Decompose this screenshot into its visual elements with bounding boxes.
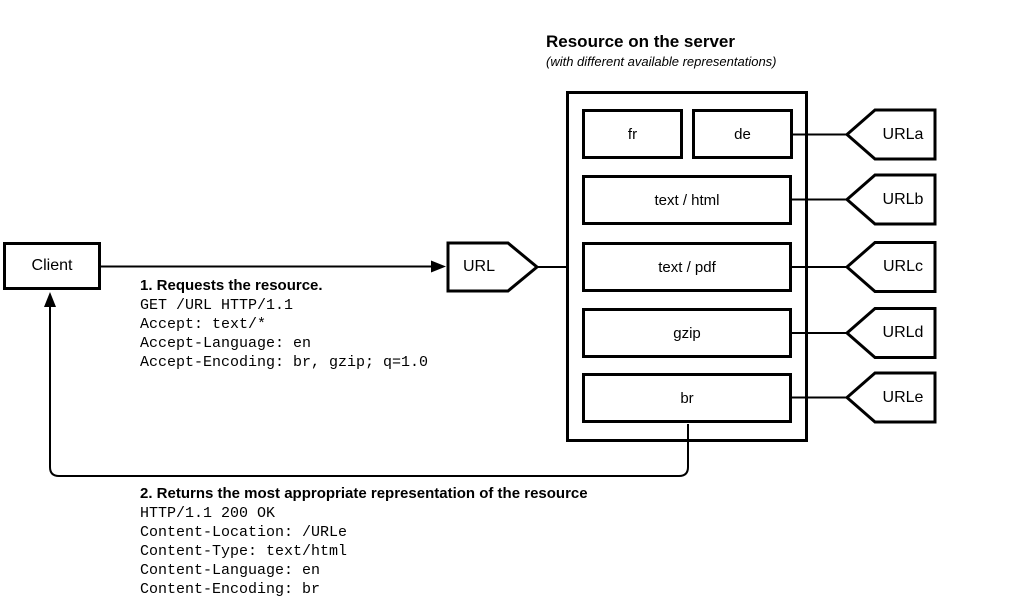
response-return-line [49,305,689,477]
server-title: Resource on the server [546,32,735,51]
url-tag-urla: URLa [882,125,924,143]
response-line: Content-Location: /URLe [140,524,348,541]
response-message-block: 2. Returns the most appropriate represen… [140,484,588,599]
request-line: Accept: text/* [140,316,267,333]
server-subtitle: (with different available representation… [546,54,777,69]
url-pentagon-shape [446,241,540,293]
representation-fr: fr [582,109,683,159]
response-line: Content-Language: en [140,562,321,579]
request-arrowhead-icon [431,260,446,273]
request-line: Accept-Encoding: br, gzip; q=1.0 [140,354,429,371]
response-heading: 2. Returns the most appropriate represen… [140,485,588,502]
url-tag-urle: URLe [882,388,924,406]
urld-pentagon-shape [844,307,937,359]
urla-pentagon-shape [844,108,937,161]
server-title-block: Resource on the server (with different a… [546,31,777,69]
response-line: Content-Type: text/html [140,543,348,560]
request-message-block: 1. Requests the resource. GET /URL HTTP/… [140,276,428,372]
urle-pentagon-shape [844,371,937,424]
url-tag-urld: URLd [882,323,924,341]
response-line: HTTP/1.1 200 OK [140,505,276,522]
server-resource-box [566,91,808,442]
representation-br: br [582,373,792,423]
request-line: Accept-Language: en [140,335,312,352]
client-label: Client [31,257,73,274]
representation-text-html: text / html [582,175,792,225]
request-heading: 1. Requests the resource. [140,277,323,294]
url-tag-urlc: URLc [882,257,923,275]
representation-gzip: gzip [582,308,792,358]
url-node-label: URL [462,258,495,275]
representation-text-pdf: text / pdf [582,242,792,292]
urlc-pentagon-shape [844,241,937,293]
client-node: Client [3,242,101,290]
url-tag-urlb: URLb [882,190,924,208]
urlb-pentagon-shape [844,173,937,226]
response-line: Content-Encoding: br [140,581,321,598]
representation-de: de [692,109,793,159]
request-line: GET /URL HTTP/1.1 [140,297,294,314]
response-arrowhead-icon [44,292,56,307]
